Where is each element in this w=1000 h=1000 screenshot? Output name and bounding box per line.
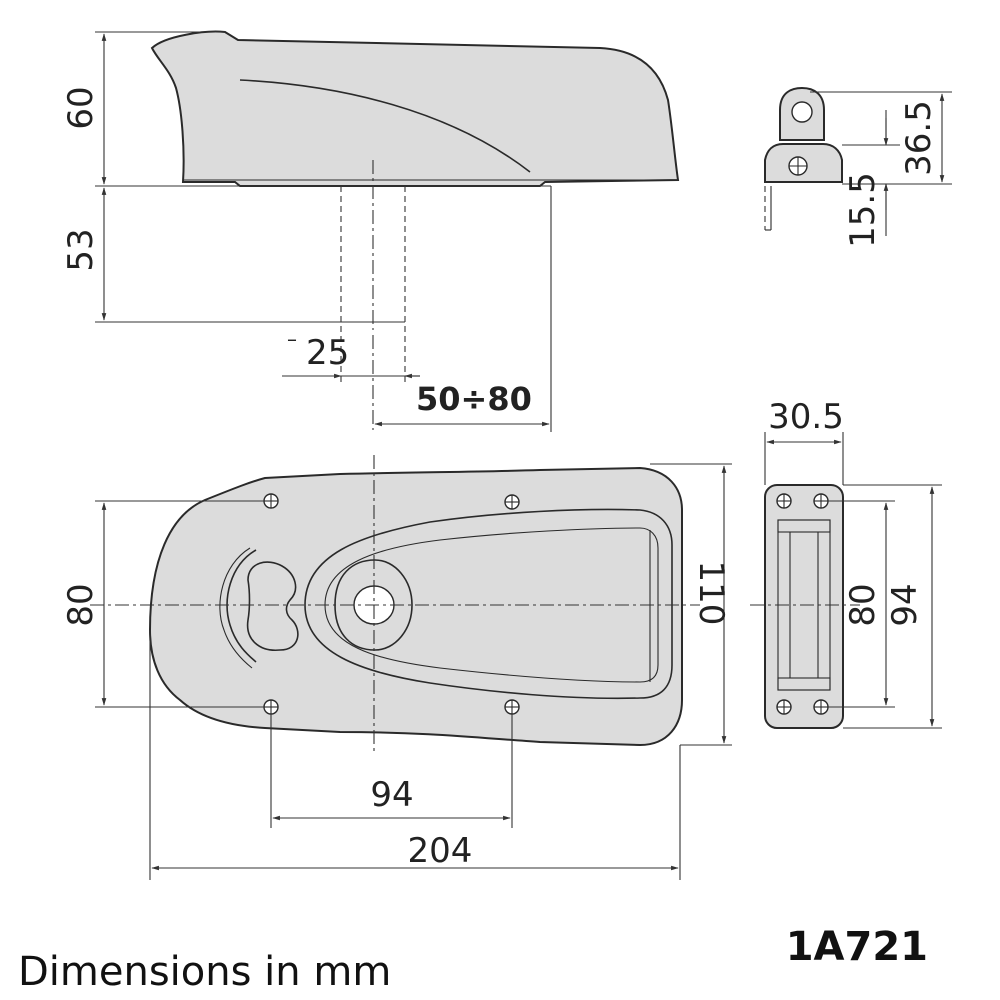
plan-view: 80 110 94 204 xyxy=(61,455,732,880)
plan-view-screw-hole-1 xyxy=(263,493,279,509)
dim-plate-height: 94 xyxy=(885,583,925,626)
dim-side-height: 60 xyxy=(61,86,101,129)
strike-plate-hole-3 xyxy=(776,699,792,715)
dim-hole-spacing-horizontal: 94 xyxy=(370,775,413,815)
strike-plate-body xyxy=(764,484,844,729)
dim-projection-depth: 53 xyxy=(61,228,101,271)
dim-end-height-bottom: 15.5 xyxy=(843,172,883,248)
strike-plate-hole-1 xyxy=(776,493,792,509)
plan-view-screw-hole-2 xyxy=(504,494,520,510)
dim-end-height-top: 36.5 xyxy=(899,100,939,176)
strike-plate-hole-2 xyxy=(813,493,829,509)
plan-view-thumb-grip xyxy=(246,561,299,651)
strike-plate-hole-4 xyxy=(813,699,829,715)
dim-plate-hole-spacing: 80 xyxy=(843,583,883,626)
dim-body-length: 204 xyxy=(408,831,473,871)
end-view-pivot-hole xyxy=(791,101,813,123)
model-code: 1A721 xyxy=(786,924,928,970)
strike-plate-view: 30.5 80 94 xyxy=(750,397,942,729)
end-view: 36.5 15.5 xyxy=(764,86,952,248)
dim-backset: 50÷80 xyxy=(416,380,532,418)
dim-bolt-diameter: 25 xyxy=(306,333,349,373)
dim-body-width: 110 xyxy=(691,561,731,626)
side-view-body xyxy=(150,30,680,187)
plan-view-screw-hole-4 xyxy=(504,699,520,715)
dim-plate-width: 30.5 xyxy=(768,397,844,437)
svg-text:–: – xyxy=(287,327,297,351)
plan-view-body xyxy=(148,466,683,747)
plan-view-screw-hole-3 xyxy=(263,699,279,715)
plan-view-cylinder-surround xyxy=(334,559,413,651)
side-view: 60 53 – 25 50÷80 xyxy=(61,30,680,432)
dim-hole-spacing-vertical: 80 xyxy=(61,583,101,626)
units-note: Dimensions in mm xyxy=(18,949,391,995)
